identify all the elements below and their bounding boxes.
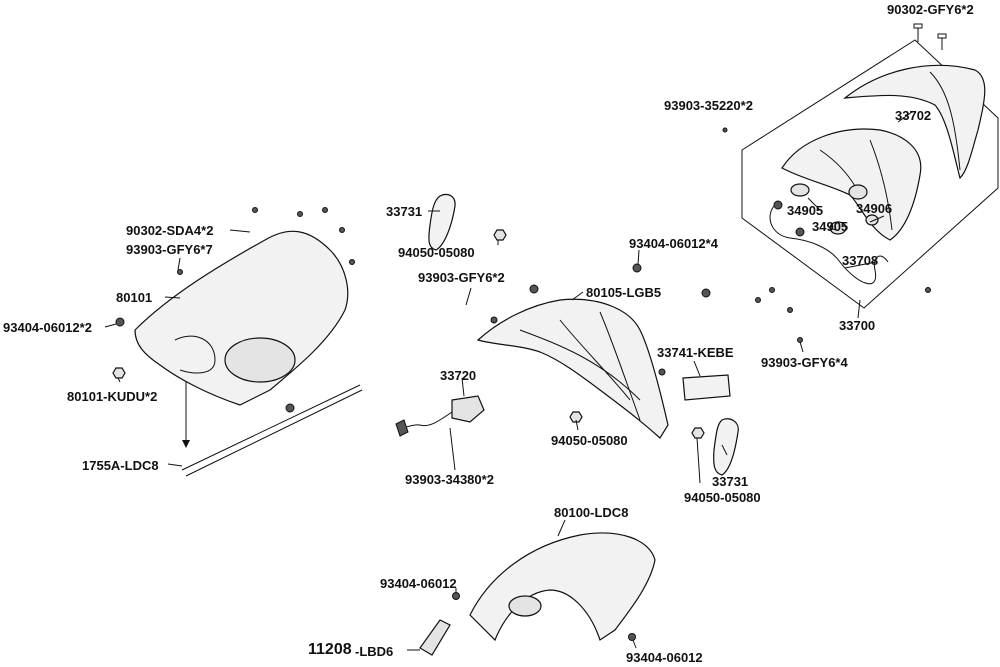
label-93903-34380-2: 93903-34380*2 [405,472,494,487]
undertray-opening [224,337,296,383]
label-93903-gfy6-7: 93903-GFY6*7 [126,242,213,257]
strip-1755a [181,384,363,477]
label-93903-gfy6-2: 93903-GFY6*2 [418,270,505,285]
label-33708: 33708 [842,253,879,268]
label-33731-bottom: 33731 [712,474,749,489]
label-34905-b: 34905 [812,219,849,234]
bulb-34905-a [790,183,810,197]
rear-fender-80105 [476,298,669,439]
reflector-33731-top [428,193,456,251]
reflector-33731-bottom [713,418,739,476]
label-80100-ldc8: 80100-LDC8 [554,505,629,520]
label-93404-06012-top: 93404-06012 [380,576,457,591]
license-light-33720 [451,395,485,423]
label-80101: 80101 [116,290,153,305]
label-lbd6: -LBD6 [355,644,394,659]
label-33702: 33702 [895,108,932,123]
label-93903-35220-2: 93903-35220*2 [664,98,753,113]
tail-light-assembly-box [741,39,999,309]
wiring-harness-33700 [769,204,889,285]
tail-light-housing [781,128,922,241]
label-90302-gfy6-2: 90302-GFY6*2 [887,2,974,17]
label-80101-kudu-2: 80101-KUDU*2 [67,389,158,404]
label-34905-a: 34905 [787,203,824,218]
label-1755a-ldc8: 1755A-LDC8 [82,458,159,473]
label-33741-kebe: 33741-KEBE [657,345,734,360]
plate-bracket-33741 [682,374,731,401]
label-11208: 11208 [308,641,352,658]
label-33731-top: 33731 [386,204,423,219]
front-fender-80100 [469,532,656,642]
label-94050-05080-mid: 94050-05080 [551,433,628,448]
label-93404-06012-4: 93404-06012*4 [629,236,718,251]
label-93903-gfy6-4: 93903-GFY6*4 [761,355,848,370]
label-94050-05080-top: 94050-05080 [398,245,475,260]
bulb-34906 [848,184,868,200]
label-33700: 33700 [839,318,876,333]
tail-light-lens [843,64,986,180]
label-94050-05080-bottom: 94050-05080 [684,490,761,505]
label-33720: 33720 [440,368,477,383]
label-34906: 34906 [856,201,893,216]
label-90302-sda4-2: 90302-SDA4*2 [126,223,214,238]
screw-90302-gfy6 [913,23,947,50]
label-93404-06012-2: 93404-06012*2 [3,320,92,335]
fender-bracket-11208 [419,619,451,656]
label-80105-lgb5: 80105-LGB5 [586,285,662,300]
label-93404-06012-bottom: 93404-06012 [626,650,703,665]
